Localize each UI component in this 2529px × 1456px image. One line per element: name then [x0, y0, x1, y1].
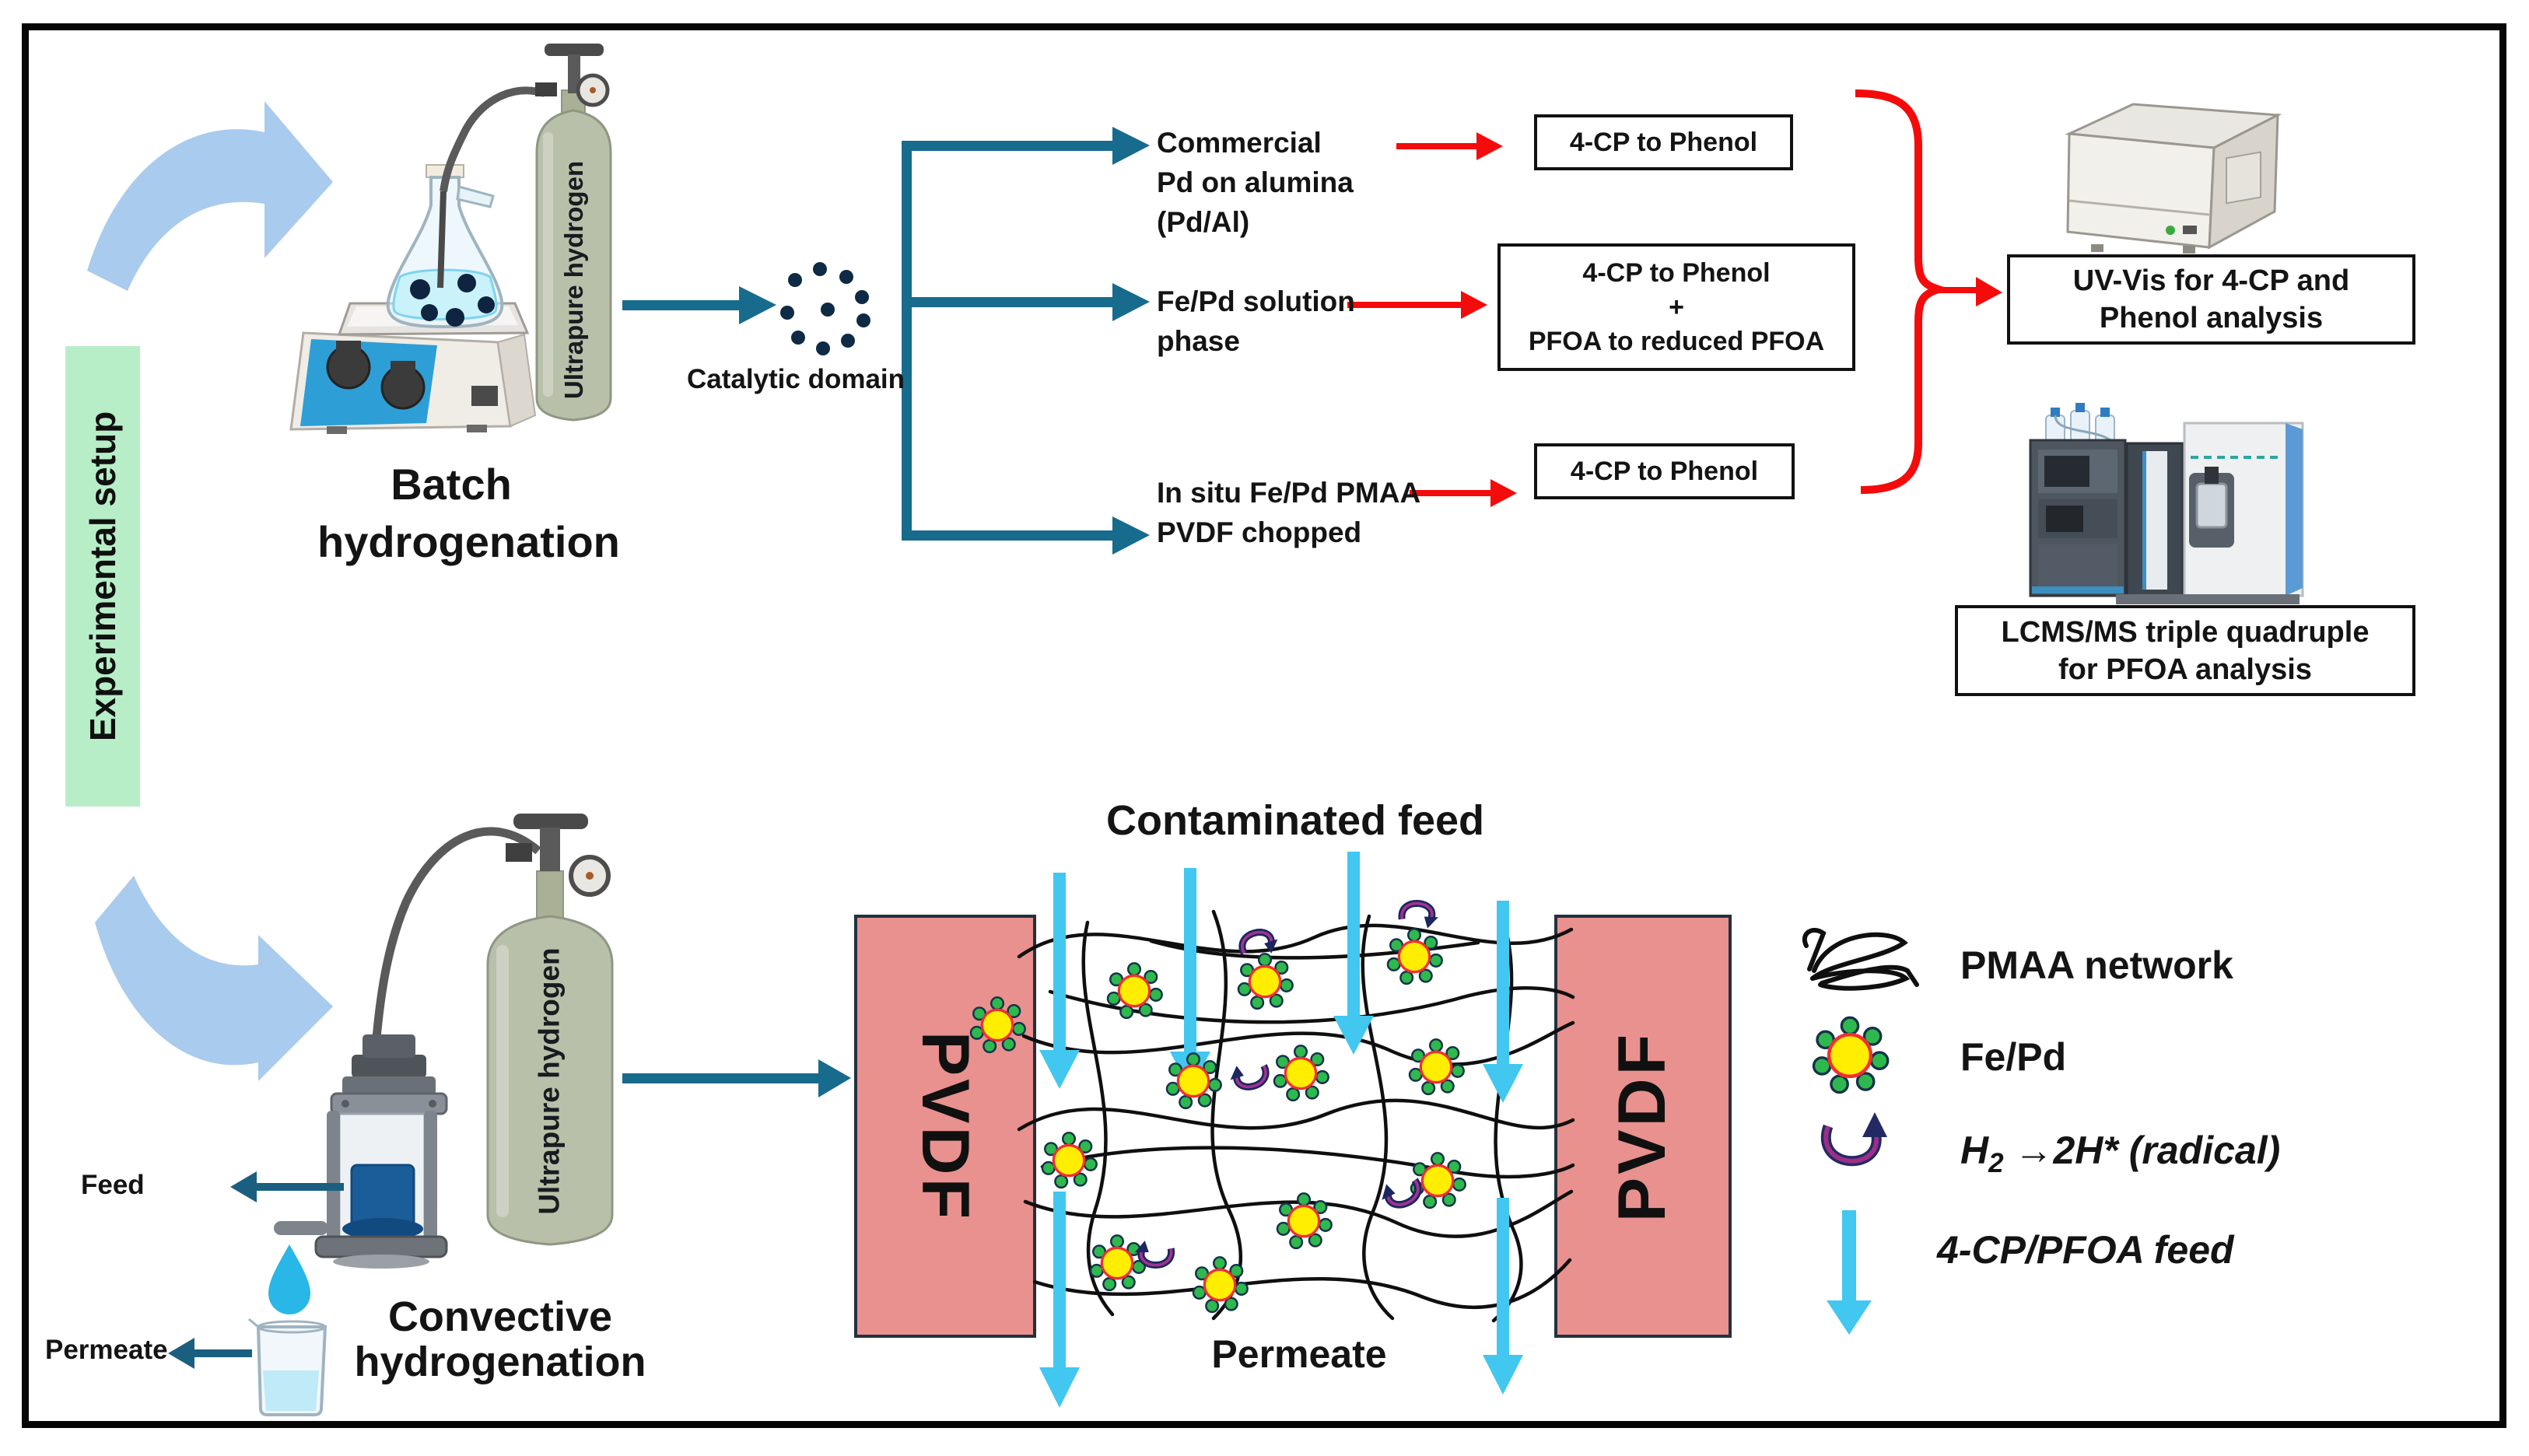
permeate-label-left: Permeate — [45, 1335, 168, 1365]
catalytic-domain-label: Catalytic domain — [686, 364, 905, 394]
contaminated-feed-label: Contaminated feed — [1105, 797, 1485, 844]
sidebar-experimental-setup: Experimental setup — [65, 346, 140, 807]
figure-border — [22, 23, 2506, 1428]
pvdf-block-left: PVDF — [854, 915, 1036, 1338]
batch-title: Batch hydrogenation — [317, 456, 620, 571]
pvdf-label-left: PVDF — [908, 1031, 983, 1222]
cylinder-label-convective: Ultrapure hydrogen — [534, 947, 566, 1215]
result-box-3: 4-CP to Phenol — [1534, 443, 1795, 499]
feed-label: Feed — [81, 1170, 145, 1200]
result-box-1: 4-CP to Phenol — [1534, 114, 1793, 170]
cylinder-label-batch: Ultrapure hydrogen — [559, 160, 589, 400]
lcms-analysis-box: LCMS/MS triple quadruple for PFOA analys… — [1955, 605, 2415, 696]
legend-feed-label: 4-CP/PFOA feed — [1937, 1228, 2234, 1272]
legend-pmaa-label: PMAA network — [1960, 943, 2233, 987]
branch-label-insitu-fepd: In situ Fe/Pd PMAA PVDF chopped — [1157, 477, 1421, 548]
legend-radical-label: H2 →2H* (radical) — [1960, 1129, 2281, 1178]
batch-title-line2: hydrogenation — [317, 517, 620, 566]
permeate-label-membrane: Permeate — [1211, 1332, 1387, 1376]
sidebar-label: Experimental setup — [82, 411, 124, 742]
branch-label-fepd-solution: Fe/Pd solution phase — [1157, 285, 1355, 357]
batch-title-line1: Batch — [391, 460, 512, 509]
convective-title: Convective hydrogenation — [354, 1293, 646, 1385]
branch-label-commercial-pd: Commercial Pd on alumina (Pd/Al) — [1157, 127, 1354, 238]
legend-fepd-label: Fe/Pd — [1960, 1035, 2067, 1079]
pvdf-label-right: PVDF — [1605, 1031, 1680, 1222]
pvdf-block-right: PVDF — [1554, 915, 1732, 1338]
uvvis-analysis-box: UV-Vis for 4-CP and Phenol analysis — [2007, 254, 2415, 345]
result-box-2: 4-CP to Phenol + PFOA to reduced PFOA — [1497, 243, 1855, 371]
